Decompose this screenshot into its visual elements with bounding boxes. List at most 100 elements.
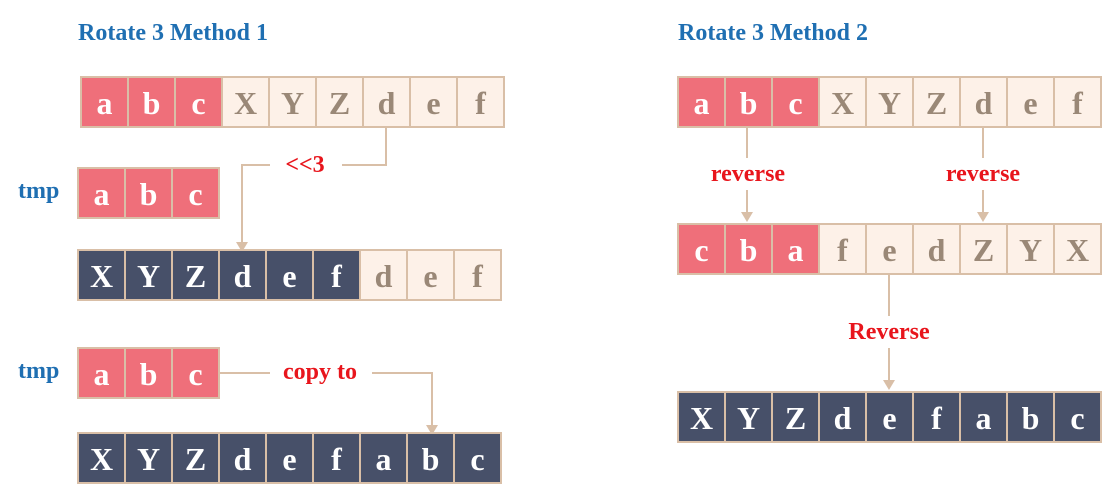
method1-row3-cell-7-label: b xyxy=(422,441,440,477)
method1-row1-cell-6 xyxy=(362,76,411,128)
method2-row3-cell-6 xyxy=(959,391,1008,443)
method2-row1-cell-8 xyxy=(1053,76,1102,128)
method1-row1-cell-1-label: b xyxy=(143,85,161,121)
method1-row2-cell-3-label: d xyxy=(234,258,252,294)
method1-row2-cell-8 xyxy=(453,249,502,301)
method2-row1-cell-0-label: a xyxy=(694,85,710,121)
method2-row3-cell-3 xyxy=(818,391,867,443)
method1-row3-cell-2-label: Z xyxy=(185,441,206,477)
method2-row1-cell-2 xyxy=(771,76,820,128)
method2-row3-cell-8 xyxy=(1053,391,1102,443)
method1-tmp2-cell-2-label: c xyxy=(188,356,202,392)
method1-row2-cell-0-label: X xyxy=(90,258,113,294)
method1-tmp-label-2: tmp xyxy=(18,358,59,384)
method1-tmp1-cell-0-label: a xyxy=(94,176,110,212)
method1-row2-cell-5-label: f xyxy=(331,258,342,294)
method2-row1-cell-7-label: e xyxy=(1023,85,1037,121)
method1-row3-cell-8 xyxy=(453,432,502,484)
method2-row2-cell-1-label: b xyxy=(740,232,758,268)
method1-row1-cell-0-label: a xyxy=(97,85,113,121)
method2-row2-cell-2-label: a xyxy=(788,232,804,268)
method1-tmp1-cell-2 xyxy=(171,167,220,219)
method1-row3-cell-5 xyxy=(312,432,361,484)
method1-row3-cell-0-label: X xyxy=(90,441,113,477)
method1-row2-cell-7-label: e xyxy=(423,258,437,294)
method2-row3-cell-5-label: f xyxy=(931,400,942,436)
method2-row3-cell-4-label: e xyxy=(882,400,896,436)
method1-row2-cell-6 xyxy=(359,249,408,301)
method1-row1-cell-2 xyxy=(174,76,223,128)
method1-row2-cell-4-label: e xyxy=(282,258,296,294)
method1-row3-cell-3 xyxy=(218,432,267,484)
method2-row2-cell-7-label: Y xyxy=(1019,232,1042,268)
reverse-right-label: reverse xyxy=(946,161,1021,187)
method2-row2-cell-6-label: Z xyxy=(973,232,994,268)
method1-row3-cell-4 xyxy=(265,432,314,484)
method1-tmp2-cell-1-label: b xyxy=(140,356,158,392)
method2-row2-cell-0 xyxy=(677,223,726,275)
method2-row3-cell-0 xyxy=(677,391,726,443)
method1-row3-cell-1-label: Y xyxy=(137,441,160,477)
reverse-left-arrowhead xyxy=(741,212,753,222)
method2-row1-cell-3 xyxy=(818,76,867,128)
method2-row2-cell-5-label: d xyxy=(928,232,946,268)
method2-row3-cell-6-label: a xyxy=(976,400,992,436)
method1-tmp2-cell-1 xyxy=(124,347,173,399)
method2-row1-cell-6-label: d xyxy=(975,85,993,121)
method1-tmp2-cell-0-label: a xyxy=(94,356,110,392)
method1-row2-cell-8-label: f xyxy=(472,258,483,294)
method2-row1-cell-4-label: Y xyxy=(878,85,901,121)
method2-row3-cell-4 xyxy=(865,391,914,443)
reverse-left-label: reverse xyxy=(711,161,786,187)
method2-row1-cell-7 xyxy=(1006,76,1055,128)
method1-row2-cell-0 xyxy=(77,249,126,301)
method1-tmp1-cell-1 xyxy=(124,167,173,219)
method1-row2-cell-6-label: d xyxy=(375,258,393,294)
method2-row3-cell-8-label: c xyxy=(1070,400,1084,436)
method2-row2-cell-3-label: f xyxy=(837,232,848,268)
method2-row1-cell-5-label: Z xyxy=(926,85,947,121)
reverse-all-label: Reverse xyxy=(848,319,930,345)
method1-row2-cell-5 xyxy=(312,249,361,301)
method2-row3-cell-1-label: Y xyxy=(737,400,760,436)
method1-tmp2-cell-2 xyxy=(171,347,220,399)
reverse-all-arrowhead xyxy=(883,380,895,390)
method1-row1-cell-8-label: f xyxy=(475,85,486,121)
method1-row1-cell-0 xyxy=(80,76,129,128)
method2-row2-cell-8-label: X xyxy=(1066,232,1089,268)
method2-row1-cell-1-label: b xyxy=(740,85,758,121)
method2-row1-cell-2-label: c xyxy=(788,85,802,121)
method1-row3-cell-6-label: a xyxy=(376,441,392,477)
method1-row1-cell-8 xyxy=(456,76,505,128)
method2-row3-cell-3-label: d xyxy=(834,400,852,436)
method1-row1-cell-3-label: X xyxy=(234,85,257,121)
method2-row1-cell-8-label: f xyxy=(1072,85,1083,121)
method1-title: Rotate 3 Method 1 xyxy=(78,20,268,46)
method1-row3-cell-3-label: d xyxy=(234,441,252,477)
method1-tmp1-cell-2-label: c xyxy=(188,176,202,212)
method2-row2-cell-4-label: e xyxy=(882,232,896,268)
method1-row1-cell-4 xyxy=(268,76,317,128)
method1-row1-cell-4-label: Y xyxy=(281,85,304,121)
method2-row3-cell-2 xyxy=(771,391,820,443)
method1-row1-cell-5-label: Z xyxy=(329,85,350,121)
method1-row3-cell-5-label: f xyxy=(331,441,342,477)
method2-row3-cell-1 xyxy=(724,391,773,443)
method2-row3-cell-0-label: X xyxy=(690,400,713,436)
method1-row3-cell-7 xyxy=(406,432,455,484)
copy-arrowhead xyxy=(426,425,438,435)
method1-row3-cell-8-label: c xyxy=(470,441,484,477)
method2-row1-cell-4 xyxy=(865,76,914,128)
shift-label-bg xyxy=(270,150,342,180)
method1-row1-cell-2-label: c xyxy=(191,85,205,121)
shift-label: <<3 xyxy=(285,152,324,178)
method2-row1-cell-1 xyxy=(724,76,773,128)
method1-row2-cell-1 xyxy=(124,249,173,301)
reverse-right-arrowhead xyxy=(977,212,989,222)
